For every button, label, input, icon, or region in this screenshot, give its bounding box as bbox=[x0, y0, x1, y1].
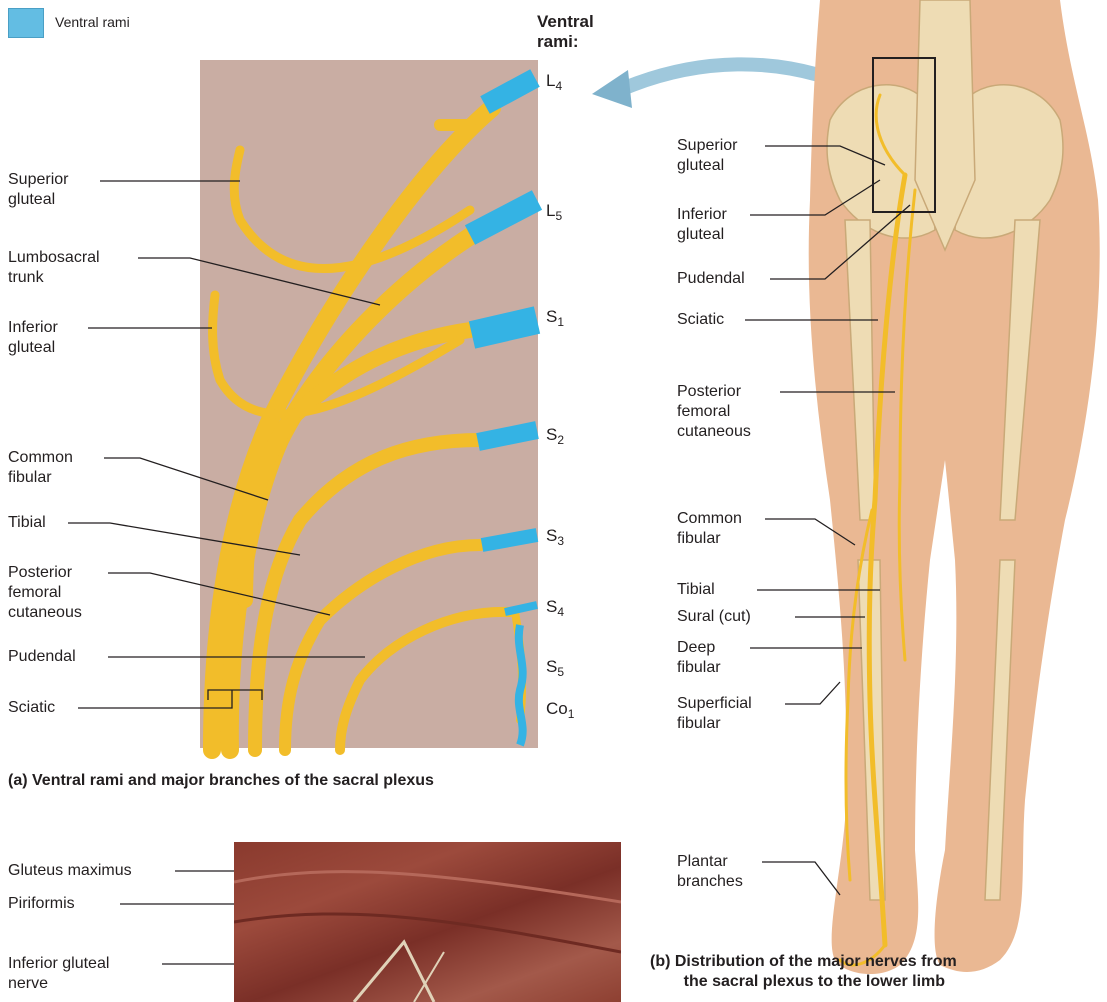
label-sciatic-a: Sciatic bbox=[8, 698, 55, 718]
label-gluteus-maximus: Gluteus maximus bbox=[8, 861, 132, 881]
label-piriformis: Piriformis bbox=[8, 894, 75, 914]
label-pudendal-b: Pudendal bbox=[677, 269, 745, 289]
header-line2: rami: bbox=[537, 32, 594, 52]
legend-swatch bbox=[8, 8, 44, 38]
ramus-s3 bbox=[482, 535, 537, 545]
header-line1: Ventral bbox=[537, 12, 594, 32]
caption-b-line2: the sacral plexus to the lower limb bbox=[650, 972, 957, 992]
ramus-s5-co1 bbox=[519, 625, 523, 745]
ventral-rami-header: Ventral rami: bbox=[537, 12, 594, 52]
caption-b-line1: (b) Distribution of the major nerves fro… bbox=[650, 952, 957, 972]
label-tibial-b: Tibial bbox=[677, 580, 715, 600]
legend-label: Ventral rami bbox=[55, 12, 130, 32]
ramus-label-s1: S1 bbox=[546, 308, 564, 331]
caption-a: (a) Ventral rami and major branches of t… bbox=[8, 771, 434, 791]
label-tibial-a: Tibial bbox=[8, 513, 46, 533]
label-sciatic-b: Sciatic bbox=[677, 310, 724, 330]
dissection-photo bbox=[234, 842, 621, 1002]
ramus-label-s2: S2 bbox=[546, 426, 564, 449]
ramus-label-co1: Co1 bbox=[546, 700, 574, 723]
ramus-label-s5: S5 bbox=[546, 658, 564, 681]
photo-detail bbox=[234, 842, 621, 1002]
label-sural-cut: Sural (cut) bbox=[677, 607, 751, 627]
label-pudendal-a: Pudendal bbox=[8, 647, 76, 667]
ramus-s1 bbox=[472, 320, 537, 335]
ramus-label-l5: L5 bbox=[546, 202, 562, 225]
pointer-arrowhead bbox=[592, 70, 632, 108]
ramus-label-l4: L4 bbox=[546, 72, 562, 95]
ramus-s2 bbox=[478, 430, 537, 442]
ramus-label-s3: S3 bbox=[546, 527, 564, 550]
caption-b: (b) Distribution of the major nerves fro… bbox=[650, 952, 957, 992]
ramus-label-s4: S4 bbox=[546, 598, 564, 621]
